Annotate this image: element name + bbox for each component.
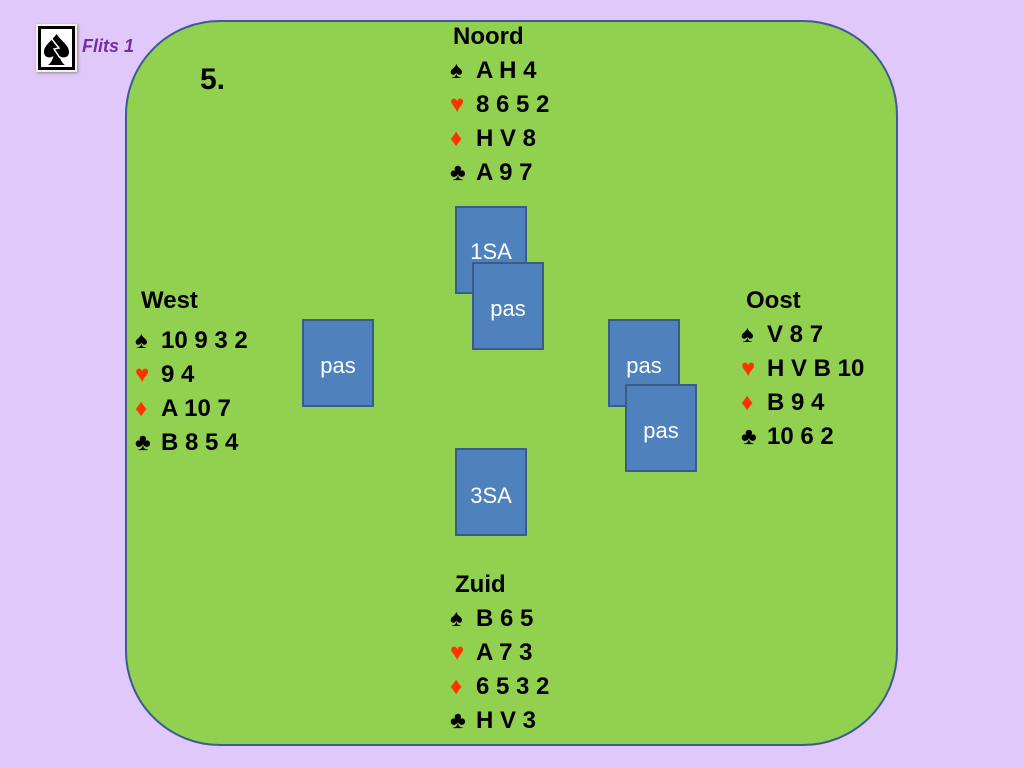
bid-card-north-2: pas — [472, 262, 544, 350]
diamond-icon: ♦ — [741, 389, 754, 416]
diamonds-holding: A 10 7 — [161, 395, 231, 422]
club-icon: ♣ — [450, 159, 466, 186]
deal-number: 5. — [200, 63, 226, 96]
hand-name: West — [141, 287, 198, 314]
club-icon: ♣ — [450, 707, 466, 734]
hand-north: Noord ♠ A H 4 ♥ 8 6 5 2 ♦ H V 8 ♣ A 9 7 — [450, 20, 549, 190]
bid-card-east-2: pas — [625, 384, 697, 472]
spades-holding: A H 4 — [476, 57, 537, 84]
hearts-holding: 8 6 5 2 — [476, 91, 550, 118]
diamond-icon: ♦ — [450, 125, 463, 152]
hand-south: Zuid ♠ B 6 5 ♥ A 7 3 ♦ 6 5 3 2 ♣ H V 3 — [450, 568, 549, 738]
club-icon: ♣ — [135, 429, 151, 456]
logo-title: Flits 1 — [82, 36, 135, 56]
hand-west: West ♠ 10 9 3 2 ♥ 9 4 ♦ A 10 7 ♣ B 8 5 4 — [135, 284, 248, 460]
bid-card-west-1: pas — [302, 319, 374, 407]
hearts-holding: H V B 10 — [767, 355, 865, 382]
hand-name: Zuid — [455, 571, 506, 598]
spades-holding: 10 9 3 2 — [161, 327, 248, 354]
heart-icon: ♥ — [450, 639, 465, 666]
diamonds-holding: H V 8 — [476, 125, 537, 152]
spade-logo-icon — [36, 24, 77, 72]
bridge-table — [125, 20, 898, 746]
diamonds-holding: B 9 4 — [767, 389, 825, 416]
diamond-icon: ♦ — [135, 395, 148, 422]
club-icon: ♣ — [741, 423, 757, 450]
spades-holding: V 8 7 — [767, 321, 824, 348]
clubs-holding: A 9 7 — [476, 159, 533, 186]
hand-east: Oost ♠ V 8 7 ♥ H V B 10 ♦ B 9 4 ♣ 10 6 2 — [741, 284, 864, 454]
spade-icon: ♠ — [135, 327, 148, 354]
hearts-holding: A 7 3 — [476, 639, 533, 666]
spade-icon: ♠ — [450, 57, 463, 84]
hand-name: Noord — [453, 23, 524, 50]
spades-holding: B 6 5 — [476, 605, 534, 632]
clubs-holding: 10 6 2 — [767, 423, 834, 450]
spade-icon: ♠ — [741, 321, 754, 348]
hand-name: Oost — [746, 287, 801, 314]
clubs-holding: H V 3 — [476, 707, 537, 734]
heart-icon: ♥ — [135, 361, 150, 388]
heart-icon: ♥ — [450, 91, 465, 118]
spade-icon: ♠ — [450, 605, 463, 632]
diamond-icon: ♦ — [450, 673, 463, 700]
clubs-holding: B 8 5 4 — [161, 429, 239, 456]
diamonds-holding: 6 5 3 2 — [476, 673, 550, 700]
hearts-holding: 9 4 — [161, 361, 195, 388]
heart-icon: ♥ — [741, 355, 756, 382]
bid-card-south-1: 3SA — [455, 448, 527, 536]
